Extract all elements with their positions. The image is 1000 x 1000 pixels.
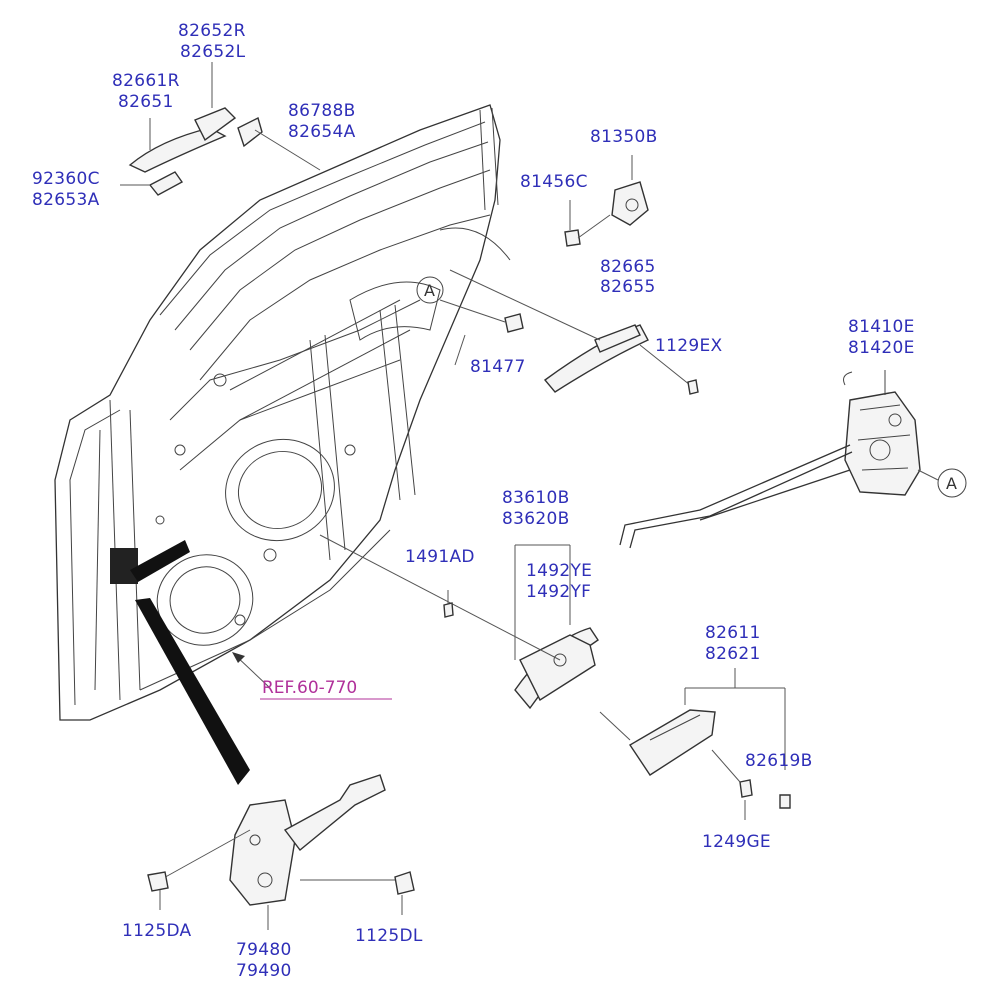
label-1249GE: 1249GE [702,832,771,852]
inside-handle [319,534,599,710]
label-86788B: 86788B [288,101,356,121]
label-81410E: 81410E [848,317,915,337]
outside-handle-group [120,62,321,196]
label-82665: 82665 [600,257,656,277]
label-81420E: 81420E [848,338,915,358]
label-1125DA: 1125DA [122,921,192,941]
label-82661R: 82661R [112,71,180,91]
label-82652L: 82652L [180,42,246,62]
door-checker [147,774,415,930]
check-arm [130,540,190,582]
callout-a-regulator: A [424,281,435,300]
door-check-strap [135,598,250,785]
label-82651: 82651 [118,92,174,112]
handle-bezel [599,668,791,820]
outside-handle-bracket [439,269,699,395]
label-1492YE: 1492YE [526,561,592,581]
door-latch-assembly [619,370,967,549]
label-79480: 79480 [236,940,292,960]
label-83620B: 83620B [502,509,570,529]
label-81350B: 81350B [590,127,658,147]
label-1129EX: 1129EX [655,336,723,356]
label-1125DL: 1125DL [355,926,423,946]
reference-label: REF.60-770 [262,678,357,698]
label-82653A: 82653A [32,190,100,210]
label-82619B: 82619B [745,751,813,771]
label-81477: 81477 [470,357,526,377]
label-82654A: 82654A [288,122,356,142]
label-92360C: 92360C [32,169,100,189]
label-79490: 79490 [236,961,292,981]
label-1492YF: 1492YF [526,582,591,602]
reference-arrow [234,654,271,689]
callout-a-latch: A [946,474,957,493]
part-labels: 82652R 82652L 82661R 82651 86788B 82654A… [32,21,957,981]
label-82655: 82655 [600,277,656,297]
label-82621: 82621 [705,644,761,664]
lock-cylinder-group [564,155,649,247]
label-82611: 82611 [705,623,761,643]
door-panel [54,104,511,721]
label-1491AD: 1491AD [405,547,475,567]
label-81456C: 81456C [520,172,588,192]
label-83610B: 83610B [502,488,570,508]
label-82652R: 82652R [178,21,246,41]
hinge-block [110,548,138,584]
